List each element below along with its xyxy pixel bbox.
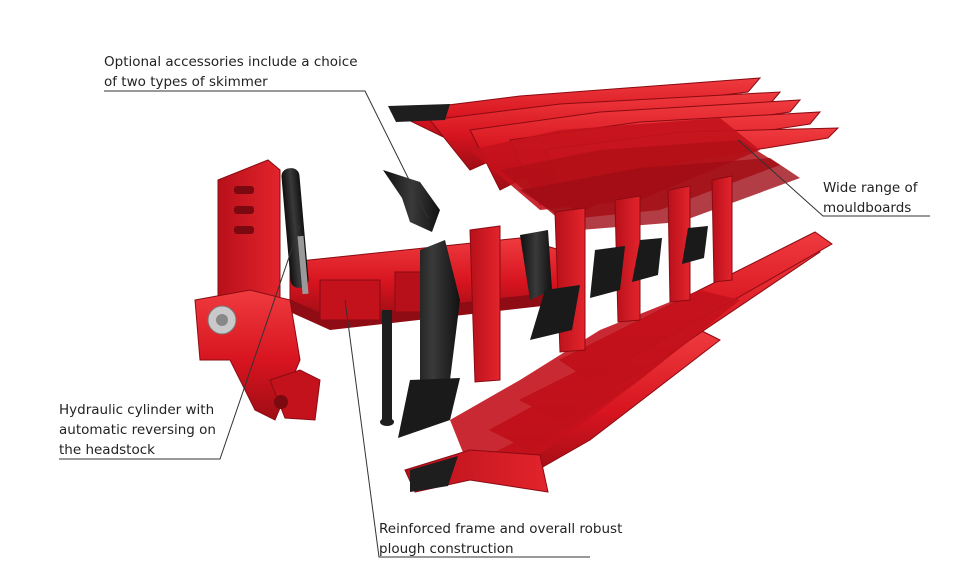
callout-frame-line2: plough construction [379, 541, 514, 557]
callout-mouldboards-line2: mouldboards [823, 200, 912, 216]
callout-mouldboards: Wide range of mouldboards [823, 178, 918, 218]
callout-hydraulic-line2: automatic reversing on [59, 422, 216, 438]
leader-frame [344, 299, 590, 558]
callout-mouldboards-line1: Wide range of [823, 180, 918, 196]
leader-hydraulic [59, 224, 301, 460]
upper-mouldboards [390, 77, 840, 230]
callout-hydraulic: Hydraulic cylinder with automatic revers… [59, 400, 216, 460]
leader-lines [59, 90, 930, 558]
callout-frame-line1: Reinforced frame and overall robust [379, 521, 623, 537]
callout-hydraulic-line3: the headstock [59, 442, 155, 458]
callout-accessories-line1: Optional accessories include a choice [104, 54, 358, 70]
headstock [194, 159, 321, 421]
leader-accessories [104, 90, 429, 219]
skimmers [383, 104, 708, 492]
callout-accessories: Optional accessories include a choice of… [104, 52, 358, 92]
callout-frame: Reinforced frame and overall robust plou… [379, 519, 622, 559]
callout-hydraulic-line1: Hydraulic cylinder with [59, 402, 215, 418]
lower-mouldboards [404, 231, 833, 493]
callout-accessories-line2: of two types of skimmer [104, 74, 268, 90]
leader-mouldboards [737, 139, 930, 217]
